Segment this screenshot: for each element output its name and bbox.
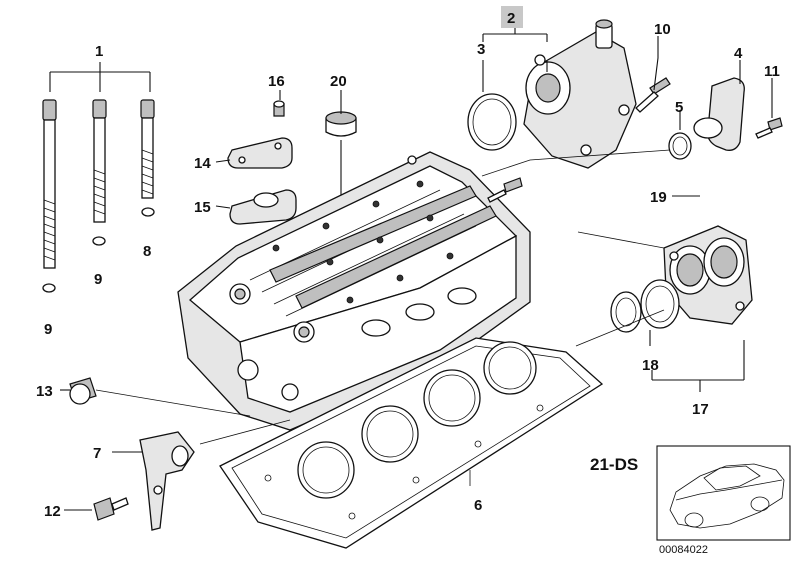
cover-plates-and-plugs [227, 100, 357, 225]
callout-13: 13 [36, 383, 53, 400]
callout-15: 15 [194, 199, 211, 216]
callout-3: 3 [477, 41, 485, 58]
callout-8: 8 [143, 243, 151, 260]
callout-7: 7 [93, 445, 101, 462]
callout-18: 18 [642, 357, 659, 374]
vehicle-inset: 21-DS 00084022 [590, 445, 791, 556]
callout-12: 12 [44, 503, 61, 520]
callout-5: 5 [675, 99, 683, 116]
callout-20: 20 [330, 73, 347, 90]
head-gasket [219, 337, 604, 549]
inset-frame [656, 445, 791, 541]
callout-2: 2 [507, 10, 515, 27]
callout-highlight-2 [501, 6, 523, 28]
callout-6: 6 [474, 497, 482, 514]
inset-label: 21-DS [590, 455, 638, 474]
callout-9a: 9 [94, 271, 102, 288]
callout-9b: 9 [44, 321, 52, 338]
diagram-id: 00084022 [659, 544, 708, 556]
callout-19: 19 [650, 189, 667, 206]
callout-1: 1 [95, 43, 103, 60]
cylinder-head-bolts [42, 62, 155, 293]
callout-14: 14 [194, 155, 211, 172]
car-silhouette-icon [669, 463, 785, 529]
callout-10: 10 [654, 21, 671, 38]
callout-16: 16 [268, 73, 285, 90]
vacuum-pump [467, 19, 637, 169]
cover-and-bolts [635, 77, 783, 160]
flange-housing [487, 177, 753, 333]
callout-17: 17 [692, 401, 709, 418]
callout-labels: 1 2 3 4 5 6 7 8 9 9 10 11 12 13 14 15 16… [36, 6, 780, 520]
callout-11: 11 [764, 63, 780, 80]
leader-lines [60, 26, 773, 511]
callout-4: 4 [734, 45, 743, 62]
plug-bracket-bolt [69, 377, 195, 531]
